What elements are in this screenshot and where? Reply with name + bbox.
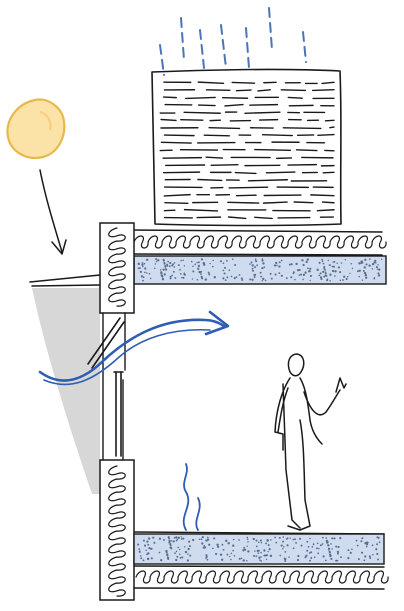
airflow-arrow	[38, 310, 230, 386]
roof-concrete-slab	[133, 255, 387, 285]
floor-insulation	[133, 565, 389, 590]
floor-slab	[133, 531, 385, 565]
wall-insulation-lower	[99, 459, 135, 601]
heat-rising	[182, 463, 201, 531]
rain	[159, 7, 307, 76]
openable-window	[87, 317, 125, 457]
wall-line	[102, 312, 126, 461]
roof-insulation	[129, 229, 387, 256]
shade-wedge	[32, 288, 100, 494]
person	[274, 353, 347, 531]
sun-ray-arrow	[39, 169, 67, 255]
sun	[6, 98, 66, 160]
wall-insulation-upper	[99, 222, 135, 314]
sunshade-overhang	[29, 274, 101, 287]
green-roof-soil-layer	[151, 68, 342, 227]
